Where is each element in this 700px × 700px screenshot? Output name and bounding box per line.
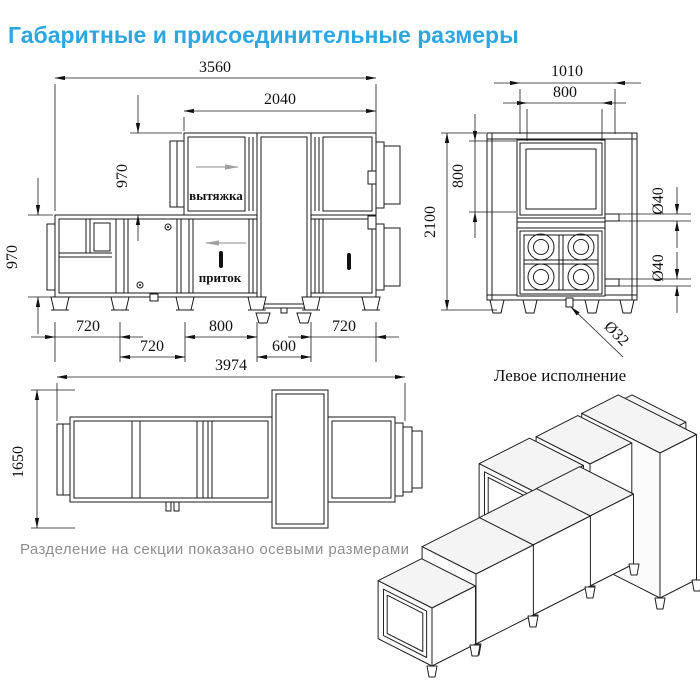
fan-openings [527, 233, 595, 291]
front-feet [50, 296, 381, 324]
end-dimensions: 1010 800 2100 800 Ø40 [422, 63, 691, 358]
dim-total-width: 3560 [199, 59, 231, 76]
dim-chain-720c: 720 [332, 318, 356, 335]
end-feet [489, 299, 635, 314]
supply-handle [219, 251, 223, 268]
dim-opening-height: 800 [450, 164, 467, 188]
supply-label: приток [199, 270, 242, 285]
plan-view: 3974 1650 [10, 357, 423, 529]
front-view: вытяжка приток 3560 2040 [4, 59, 401, 362]
iso-view [377, 394, 700, 678]
dim-total-depth: 1650 [10, 446, 27, 478]
dim-lower-height: 970 [4, 245, 21, 269]
iso-caption: Левое исполнение [493, 366, 627, 385]
end-view: 1010 800 2100 800 Ø40 [422, 63, 691, 358]
dim-drain: Ø32 [601, 318, 632, 350]
exhaust-label: вытяжка [189, 188, 243, 203]
page-title: Габаритные и присоединительные размеры [8, 22, 519, 48]
dim-overall-width: 1010 [551, 63, 583, 80]
right-section-handle [347, 253, 351, 270]
dim-chain-800: 800 [209, 318, 233, 335]
plan-dimensions: 3974 1650 [10, 357, 406, 529]
dim-total-length: 3974 [215, 357, 247, 374]
note-text: Разделение на секции показано осевыми ра… [20, 541, 410, 558]
dim-upper-height: 970 [114, 164, 131, 188]
dim-chain-720b: 720 [140, 338, 164, 355]
dim-stub-lower: Ø40 [650, 254, 667, 282]
dim-overall-height: 2100 [422, 206, 439, 238]
dim-stub-upper: Ø40 [650, 187, 667, 215]
drain-stub-lower [604, 278, 620, 287]
front-dimensions: 3560 2040 970 970 720 [4, 59, 399, 362]
dim-chain-600: 600 [272, 338, 296, 355]
drain-stub-upper [604, 213, 620, 222]
dim-top-width: 2040 [264, 91, 296, 108]
dim-opening-width: 800 [553, 84, 577, 101]
drain-bottom [565, 297, 574, 308]
dim-chain-720a: 720 [76, 318, 100, 335]
